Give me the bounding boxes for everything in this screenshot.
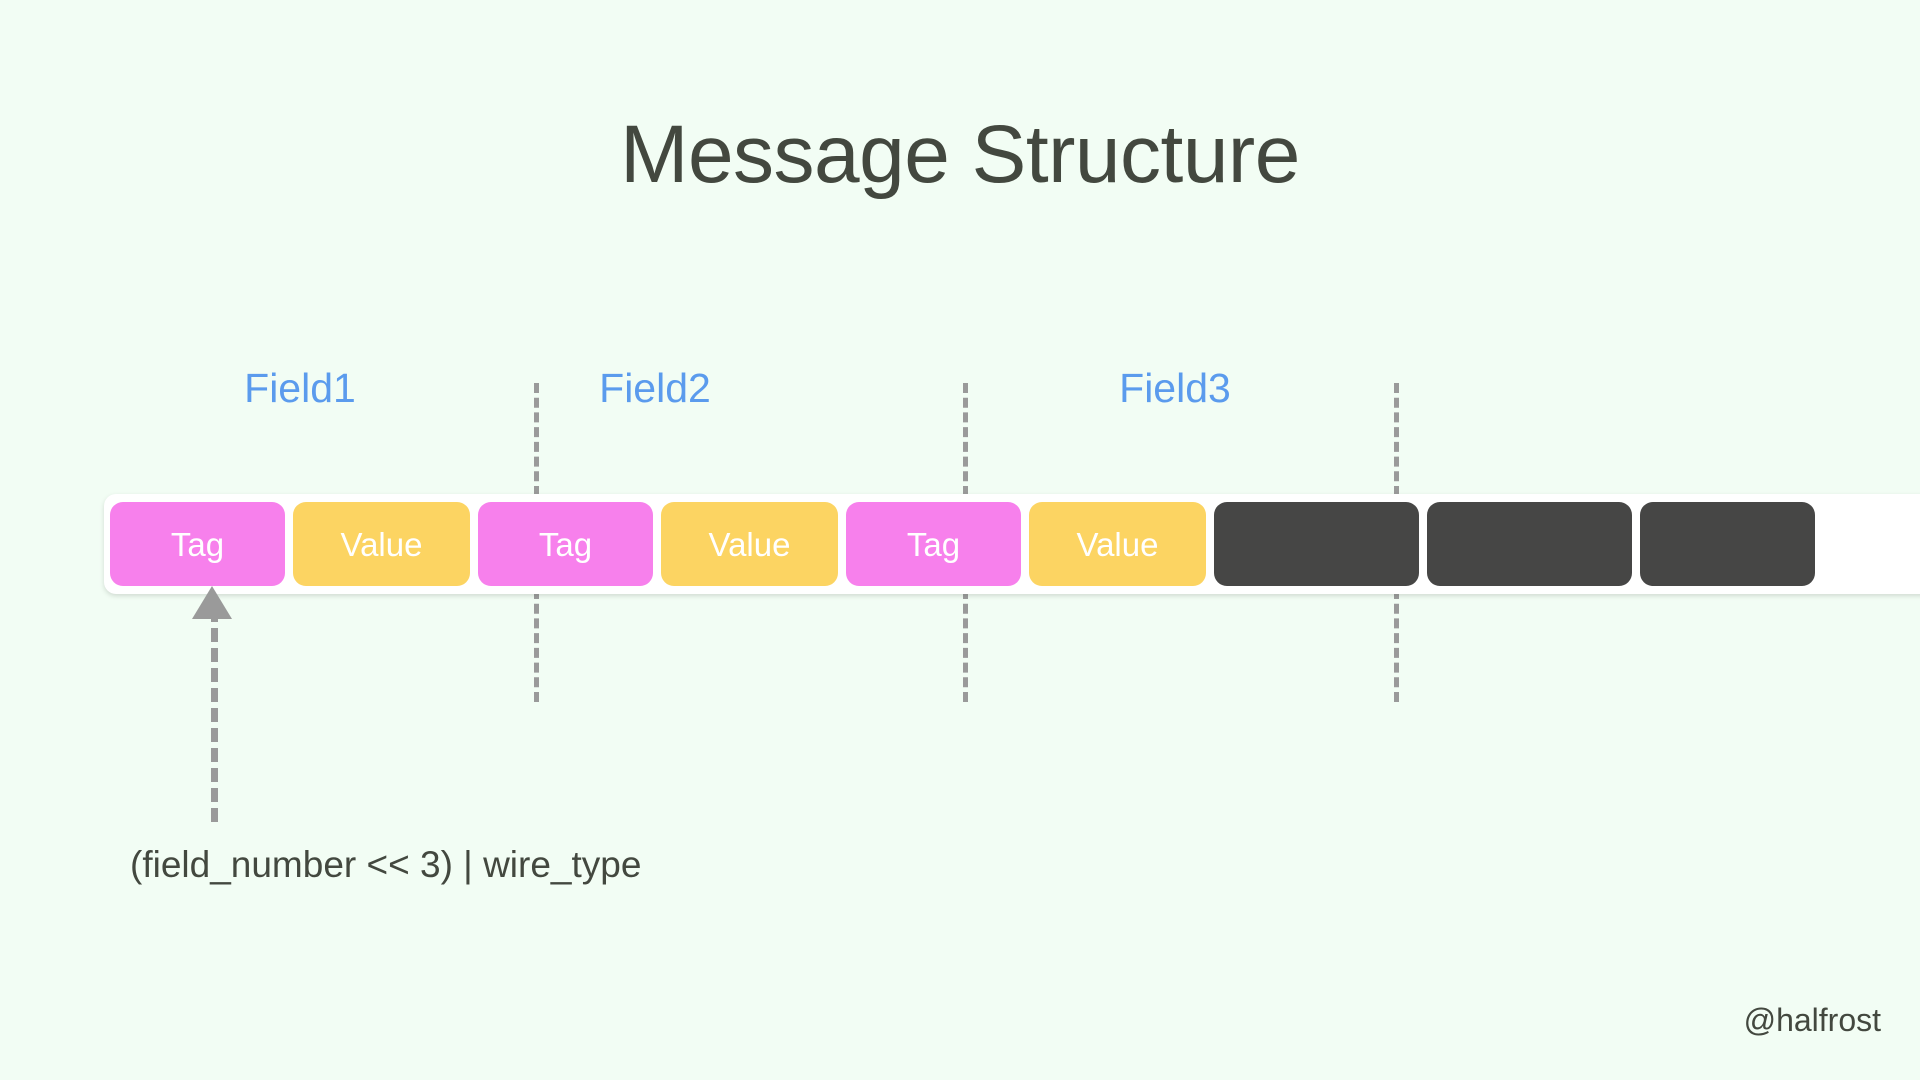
- block-filler-2: [1427, 502, 1632, 586]
- author-watermark: @halfrost: [1743, 1002, 1881, 1038]
- block-filler-1: [1214, 502, 1419, 586]
- annotation-text: (field_number << 3) | wire_type: [130, 844, 642, 885]
- field-group-label-1: Field1: [244, 365, 356, 411]
- block-value-field3: Value: [1029, 502, 1206, 586]
- page-title: Message Structure: [620, 109, 1300, 200]
- annotation-arrow-icon: [192, 586, 232, 619]
- block-tag-field3: Tag: [846, 502, 1021, 586]
- field-group-label-3: Field3: [1119, 365, 1231, 411]
- block-filler-3: [1640, 502, 1815, 586]
- block-tag-field2: Tag: [478, 502, 653, 586]
- field-group-label-2: Field2: [599, 365, 711, 411]
- message-bar: Tag Value Tag Value Tag Value: [104, 494, 1821, 594]
- block-value-field1: Value: [293, 502, 470, 586]
- annotation-leader-line: [211, 608, 218, 822]
- block-value-field2: Value: [661, 502, 838, 586]
- block-tag-field1: Tag: [110, 502, 285, 586]
